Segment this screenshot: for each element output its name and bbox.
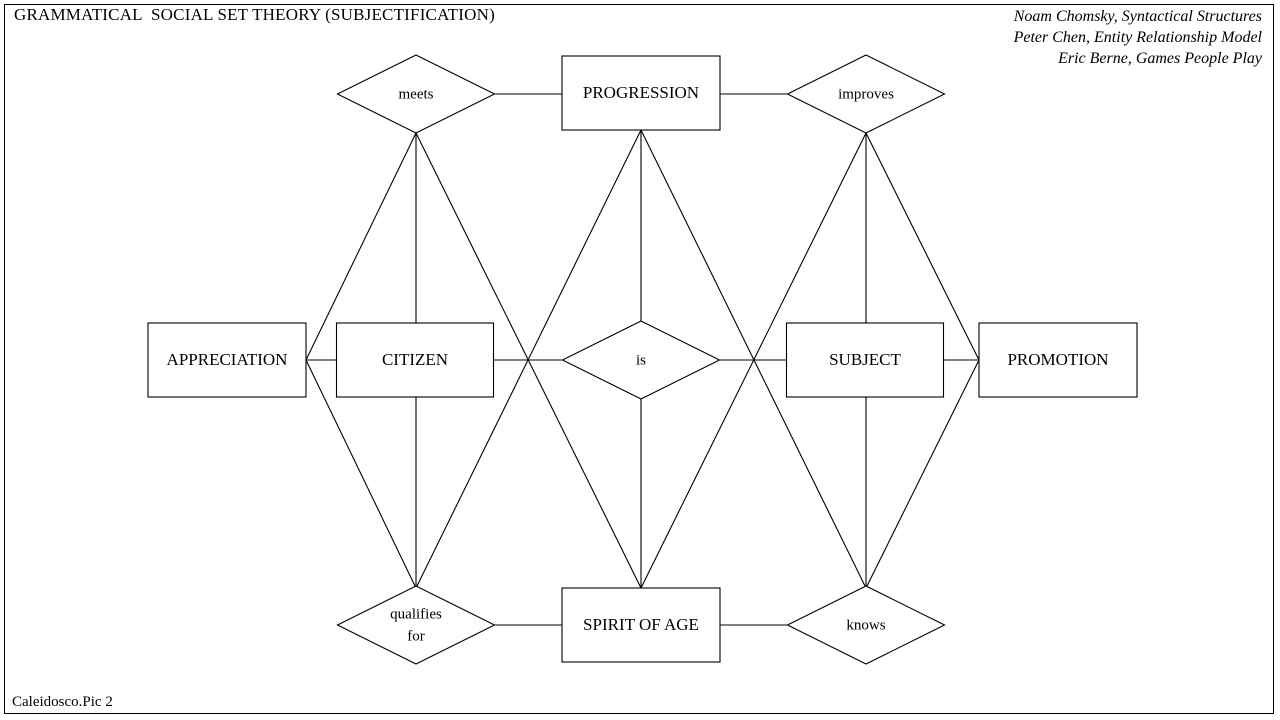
connector-meets-to-crossing-left bbox=[415, 132, 642, 589]
connector-appreciation-to-qualifies-for bbox=[305, 359, 417, 589]
relationship-meets[interactable]: meets bbox=[336, 54, 496, 134]
relationship-label: improves bbox=[838, 86, 894, 102]
connector-meets-to-appreciation bbox=[305, 132, 417, 361]
relationship-label: knows bbox=[846, 617, 885, 633]
entity-box bbox=[561, 587, 721, 663]
entity-label: CITIZEN bbox=[382, 350, 448, 369]
connector-progression-to-crossing-left bbox=[415, 129, 642, 589]
relationship-label: meets bbox=[399, 86, 434, 102]
relationship-knows[interactable]: knows bbox=[786, 585, 946, 665]
entity-box bbox=[978, 322, 1138, 398]
connector-promotion-to-knows bbox=[865, 359, 980, 589]
relationship-is[interactable]: is bbox=[561, 320, 721, 400]
entity-box bbox=[147, 322, 307, 398]
connector-improves-to-crossing-right bbox=[640, 132, 867, 589]
relationship-diamond bbox=[336, 54, 496, 134]
entity-box bbox=[561, 55, 721, 131]
entity-subject[interactable]: SUBJECT bbox=[785, 322, 945, 398]
entity-promotion[interactable]: PROMOTION bbox=[978, 322, 1138, 398]
entity-citizen[interactable]: CITIZEN bbox=[335, 322, 495, 398]
entity-label: SPIRIT OF AGE bbox=[583, 615, 699, 634]
entity-label: PROGRESSION bbox=[583, 83, 699, 102]
entity-spirit-of-age[interactable]: SPIRIT OF AGE bbox=[561, 587, 721, 663]
connector-improves-to-promotion bbox=[865, 132, 980, 361]
relationship-label: is bbox=[636, 352, 646, 368]
relationship-diamond bbox=[336, 585, 496, 665]
entity-label: SUBJECT bbox=[829, 350, 901, 369]
relationship-improves[interactable]: improves bbox=[786, 54, 946, 134]
relationship-diamond bbox=[786, 585, 946, 665]
footer-caption: Caleidosco.Pic 2 bbox=[12, 694, 113, 710]
citation-list: Noam Chomsky, Syntactical Structures Pet… bbox=[1014, 6, 1262, 69]
connector-progression-to-crossing-right bbox=[640, 129, 867, 589]
citation-line: Noam Chomsky, Syntactical Structures bbox=[1013, 8, 1262, 25]
relationship-diamond bbox=[786, 54, 946, 134]
entity-progression[interactable]: PROGRESSION bbox=[561, 55, 721, 131]
citation-line: Peter Chen, Entity Relationship Model bbox=[1013, 29, 1262, 46]
relationship-diamond bbox=[561, 320, 721, 400]
relationship-label: for bbox=[407, 628, 425, 644]
page-title: GRAMMATICAL SOCIAL SET THEORY (SUBJECTIF… bbox=[14, 5, 495, 24]
connector-layer bbox=[305, 93, 980, 626]
relationship-qualifies-for[interactable]: qualifies for bbox=[336, 585, 496, 665]
entity-label: APPRECIATION bbox=[167, 350, 288, 369]
citation-line: Eric Berne, Games People Play bbox=[1058, 50, 1262, 67]
entity-box bbox=[335, 322, 495, 398]
shape-layer: PROGRESSION APPRECIATION CITIZEN SUBJECT PRO… bbox=[147, 54, 1138, 665]
entity-appreciation[interactable]: APPRECIATION bbox=[147, 322, 307, 398]
relationship-label: qualifies bbox=[390, 606, 442, 622]
page-border bbox=[4, 4, 1274, 714]
entity-label: PROMOTION bbox=[1007, 350, 1108, 369]
entity-box bbox=[785, 322, 945, 398]
